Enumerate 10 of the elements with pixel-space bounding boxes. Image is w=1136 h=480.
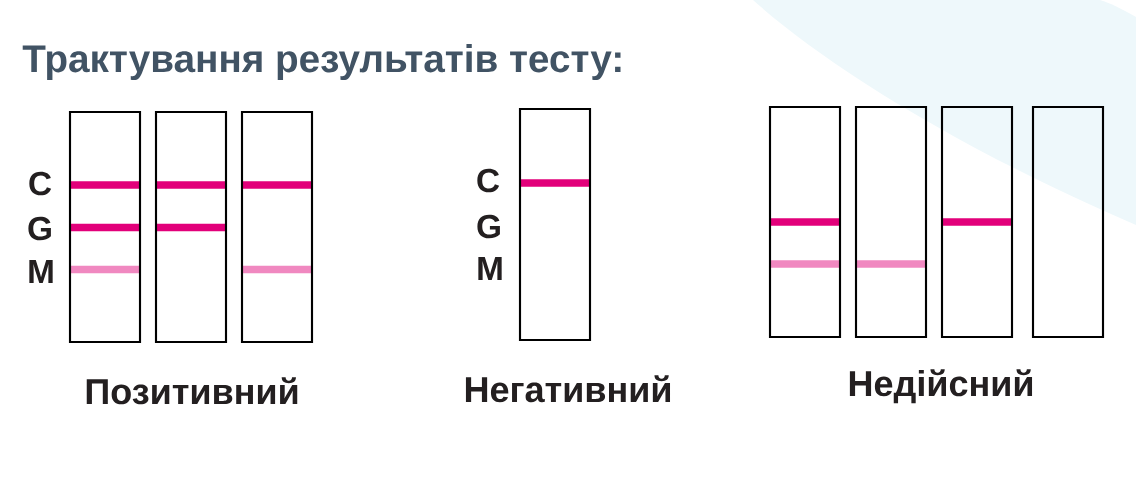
result-caption: Негативний (465, 375, 670, 403)
result-caption: Позитивний (86, 377, 298, 405)
line-letter: G (28, 216, 51, 241)
line-letter: M (478, 257, 502, 280)
result-caption: Недійсний (849, 369, 1033, 404)
line-letter: C (477, 168, 500, 193)
line-letter: G (477, 214, 500, 239)
line-letter: M (29, 260, 53, 283)
line-letter: C (29, 171, 52, 196)
title: Трактування результатів тесту: (22, 44, 621, 81)
